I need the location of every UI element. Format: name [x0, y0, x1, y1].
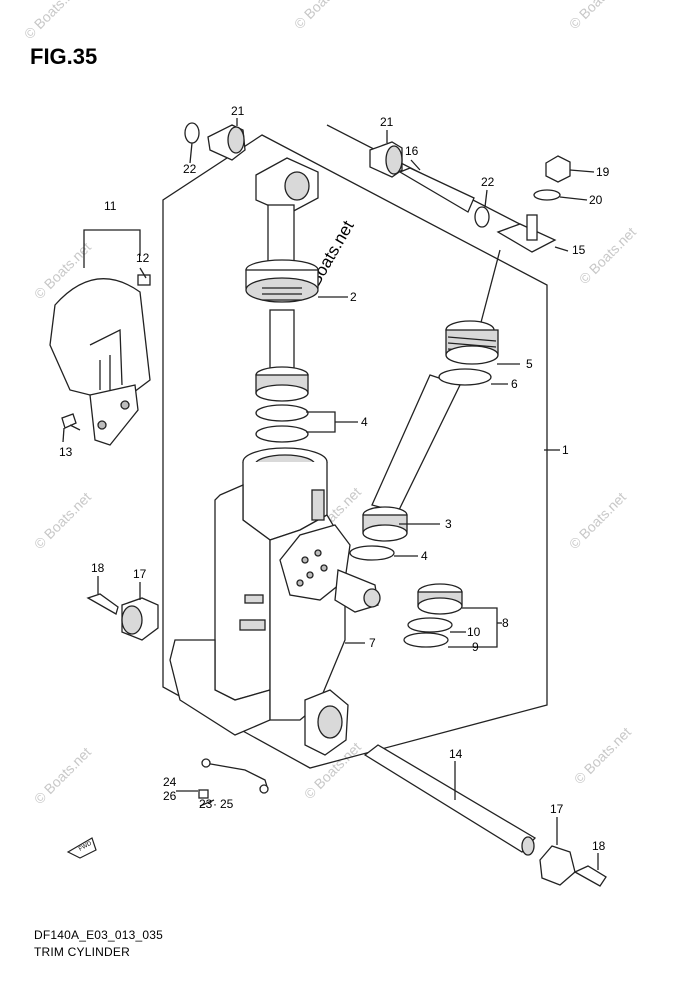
watermark: © Boats.net — [21, 0, 84, 42]
figure-code: DF140A_E03_013_035 — [34, 928, 164, 942]
callout-20: 20 — [589, 193, 603, 207]
figure-title: FIG.35 — [30, 44, 98, 69]
leader-lines — [62, 118, 599, 870]
callout-13: 13 — [59, 445, 73, 459]
assembly-boundary — [162, 134, 548, 769]
ground-wire — [204, 762, 269, 791]
callout-12: 12 — [136, 251, 150, 265]
watermark: © Boats.net — [31, 744, 94, 807]
callout-3: 3 — [445, 517, 452, 531]
cylinder-body — [169, 447, 381, 756]
washer — [533, 189, 561, 201]
watermark: © Boats.net — [566, 0, 629, 32]
bolt — [573, 865, 607, 887]
callout-18: 18 — [91, 561, 105, 575]
bolt — [86, 593, 119, 615]
callout-19: 19 — [596, 165, 610, 179]
leader-line — [478, 249, 501, 331]
callout-9: 9 — [472, 640, 479, 654]
callout-2: 2 — [350, 290, 357, 304]
callout-numbers: 1 2 3 4 4 5 6 7 8 9 10 11 12 13 14 15 16… — [59, 104, 610, 853]
snap-ring — [474, 206, 490, 228]
callout-17: 17 — [133, 567, 147, 581]
callout-11: 11 — [104, 199, 117, 213]
callout-5: 5 — [526, 357, 533, 371]
snap-ring — [184, 122, 200, 144]
callout-4: 4 — [361, 415, 368, 429]
callout-24: 24 — [163, 775, 177, 789]
callout-6: 6 — [511, 377, 518, 391]
callout-21: 21 — [380, 115, 394, 129]
shaft — [398, 167, 475, 213]
nut — [545, 155, 571, 183]
callout-16: 16 — [405, 144, 419, 158]
fwd-arrow-icon: FWD — [66, 837, 97, 859]
callout-15: 15 — [572, 243, 586, 257]
shaft — [363, 744, 537, 853]
cover — [49, 274, 151, 446]
piston-rod — [349, 374, 461, 561]
bushing — [539, 845, 576, 886]
callout-7: 7 — [369, 636, 376, 650]
o-ring — [255, 404, 309, 422]
figure-name: TRIM CYLINDER — [34, 945, 130, 959]
callout-23: 23 — [199, 797, 213, 811]
trim-rod — [245, 157, 319, 402]
callout-21: 21 — [231, 104, 245, 118]
callout-4: 4 — [421, 549, 428, 563]
watermark: © Boats.net — [566, 489, 629, 552]
watermark: © Boats.net — [571, 724, 634, 787]
cylinder-cap — [438, 320, 499, 386]
o-ring — [255, 425, 309, 443]
screw — [198, 789, 209, 799]
callout-1: 1 — [562, 443, 569, 457]
callout-18: 18 — [592, 839, 606, 853]
down-relief-valve-set — [403, 583, 463, 648]
callout-14: 14 — [449, 747, 463, 761]
callout-17: 17 — [550, 802, 564, 816]
callout-22: 22 — [183, 162, 197, 176]
callout-separator: · — [213, 797, 217, 811]
watermark: © Boats.net — [31, 489, 94, 552]
callout-25: 25 — [220, 797, 234, 811]
callout-26: 26 — [163, 789, 177, 803]
anode-stud — [526, 214, 538, 241]
callout-10: 10 — [467, 625, 481, 639]
watermark: © Boats.net — [291, 0, 354, 32]
callout-8: 8 — [502, 616, 509, 630]
callout-22: 22 — [481, 175, 495, 189]
